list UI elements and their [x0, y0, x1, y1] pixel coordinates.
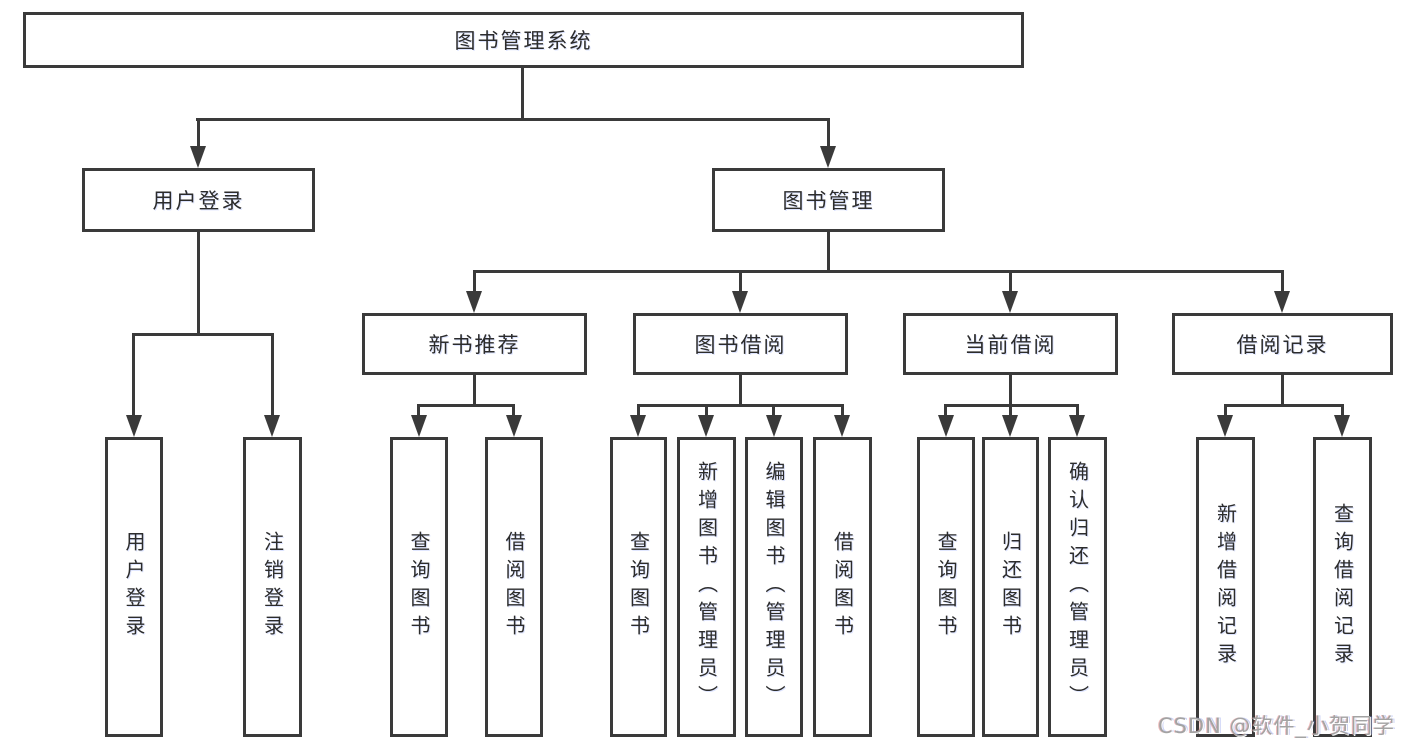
connector-line	[1224, 407, 1227, 416]
connector-line	[417, 404, 515, 407]
leaf-logout: 注销登录	[243, 437, 302, 737]
leaf-add-books-admin: 新增图书（管理员）	[677, 437, 736, 737]
node-book-borrowing: 图书借阅	[633, 313, 848, 375]
leaf-add-borrow-record: 新增借阅记录	[1196, 437, 1255, 737]
connector-line	[944, 404, 1079, 407]
node-label: 用户登录	[152, 189, 245, 213]
node-label: 新书推荐	[428, 333, 521, 357]
arrowhead-icon	[466, 291, 482, 313]
connector-line	[827, 232, 830, 272]
node-label: 新增图书（管理员）	[694, 461, 719, 713]
connector-line	[772, 407, 775, 416]
arrowhead-icon	[1274, 291, 1290, 313]
connector-line	[705, 407, 708, 416]
connector-line	[841, 407, 844, 416]
connector-line	[196, 118, 830, 121]
node-label: 图书管理系统	[454, 29, 593, 53]
leaf-query-books-current: 查询图书	[917, 437, 975, 737]
connector-line	[1009, 407, 1012, 416]
node-book-management: 图书管理	[712, 168, 945, 232]
connector-line	[1076, 407, 1079, 416]
node-current-borrowing: 当前借阅	[903, 313, 1118, 375]
connector-line	[637, 404, 844, 407]
arrowhead-icon	[938, 415, 954, 437]
leaf-edit-books-admin: 编辑图书（管理员）	[745, 437, 803, 737]
arrowhead-icon	[698, 415, 714, 437]
connector-line	[1341, 407, 1344, 416]
node-label: 借阅图书	[502, 531, 526, 643]
connector-line	[1009, 273, 1012, 293]
leaf-user-login: 用户登录	[105, 437, 163, 737]
leaf-confirm-return-admin: 确认归还（管理员）	[1048, 437, 1107, 737]
connector-line	[473, 375, 476, 406]
node-label: 查询图书	[626, 531, 651, 643]
leaf-borrow-books: 借阅图书	[813, 437, 872, 737]
connector-line	[1224, 404, 1344, 407]
node-label: 图书管理	[782, 189, 875, 213]
node-label: 注销登录	[260, 531, 285, 643]
node-new-book-recommendation: 新书推荐	[362, 313, 587, 375]
connector-line	[473, 270, 1284, 273]
arrowhead-icon	[834, 415, 850, 437]
arrowhead-icon	[766, 415, 782, 437]
node-label: 用户登录	[122, 531, 146, 643]
connector-line	[739, 375, 742, 406]
connector-line	[473, 273, 476, 293]
arrowhead-icon	[820, 146, 836, 168]
arrowhead-icon	[1069, 415, 1085, 437]
node-borrowing-records: 借阅记录	[1172, 313, 1393, 375]
node-label: 当前借阅	[964, 333, 1057, 357]
connector-line	[1281, 375, 1284, 406]
node-user-login: 用户登录	[82, 168, 315, 232]
connector-line	[417, 407, 420, 416]
connector-line	[197, 232, 200, 335]
arrowhead-icon	[190, 146, 206, 168]
connector-line	[132, 333, 274, 336]
node-label: 查询图书	[407, 531, 431, 643]
leaf-return-books: 归还图书	[982, 437, 1039, 737]
node-label: 借阅记录	[1236, 333, 1329, 357]
node-label: 图书借阅	[694, 333, 787, 357]
leaf-borrow-books-recommend: 借阅图书	[485, 437, 543, 737]
arrowhead-icon	[126, 415, 142, 437]
connector-line	[739, 273, 742, 293]
connector-line	[132, 336, 135, 415]
arrowhead-icon	[264, 415, 280, 437]
node-library-management-system: 图书管理系统	[23, 12, 1024, 68]
arrowhead-icon	[732, 291, 748, 313]
leaf-query-books-borrow: 查询图书	[610, 437, 667, 737]
connector-line	[637, 407, 640, 416]
connector-line	[512, 407, 515, 416]
connector-line	[1281, 273, 1284, 293]
arrowhead-icon	[630, 415, 646, 437]
leaf-query-books-recommend: 查询图书	[390, 437, 448, 737]
node-label: 查询图书	[934, 531, 958, 643]
connector-line	[1009, 375, 1012, 406]
node-label: 查询借阅记录	[1330, 503, 1355, 671]
connector-line	[197, 121, 200, 148]
connector-line	[271, 336, 274, 415]
connector-line	[827, 121, 830, 148]
node-label: 新增借阅记录	[1213, 503, 1238, 671]
node-label: 确认归还（管理员）	[1065, 461, 1090, 713]
connector-line	[521, 68, 524, 121]
node-label: 编辑图书（管理员）	[762, 461, 786, 713]
csdn-watermark: CSDN @软件_小贺同学	[1157, 714, 1395, 738]
connector-line	[944, 407, 947, 416]
arrowhead-icon	[506, 415, 522, 437]
arrowhead-icon	[1002, 415, 1018, 437]
arrowhead-icon	[1334, 415, 1350, 437]
arrowhead-icon	[1217, 415, 1233, 437]
node-label: 归还图书	[998, 531, 1023, 643]
arrowhead-icon	[411, 415, 427, 437]
leaf-query-borrow-record: 查询借阅记录	[1313, 437, 1372, 737]
node-label: 借阅图书	[830, 531, 855, 643]
arrowhead-icon	[1002, 291, 1018, 313]
